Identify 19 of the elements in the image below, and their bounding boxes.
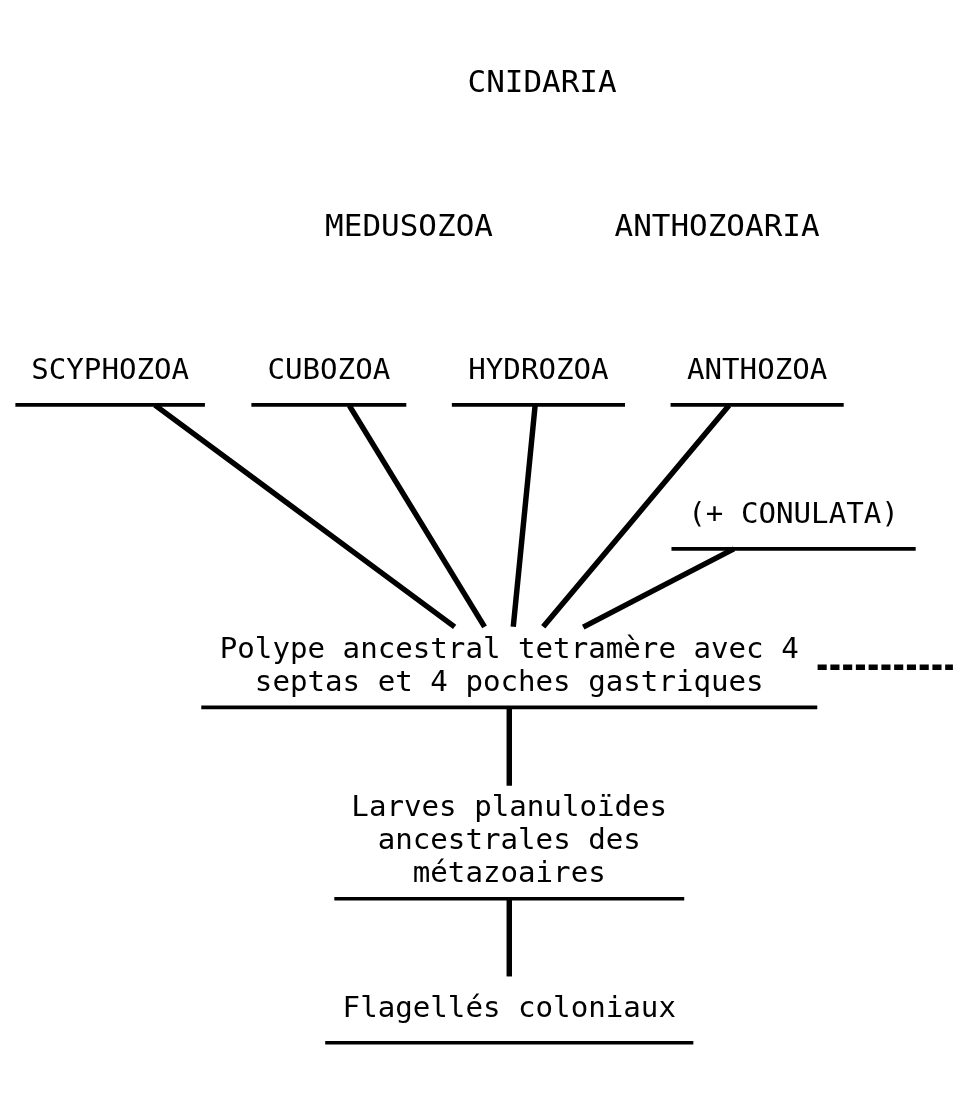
connector: [347, 403, 487, 628]
node-text: SCYPHOZOA: [31, 351, 190, 386]
connector: [506, 707, 512, 786]
node-text: (+ CONULATA): [688, 495, 899, 530]
connector: [817, 664, 953, 670]
node-text: ANTHOZOA: [686, 351, 828, 386]
node-text: Flagellés coloniaux: [342, 989, 676, 1024]
connector: [581, 545, 736, 629]
node-text: Larves planuloïdes ancestrales des métazoaires: [351, 788, 668, 889]
connector: [510, 404, 538, 627]
label: ANTHOZOARIA: [614, 206, 820, 243]
label: MEDUSOZOA: [325, 206, 493, 243]
node-text: CUBOZOA: [267, 351, 391, 386]
node-text: HYDROZOA: [468, 351, 609, 386]
connector: [153, 402, 457, 629]
label: CNIDARIA: [467, 62, 617, 99]
connector: [506, 898, 512, 976]
node-text: Polype ancestral tetramère avec 4 septas et 4 poches gastriques: [219, 630, 799, 698]
connector: [541, 403, 732, 629]
